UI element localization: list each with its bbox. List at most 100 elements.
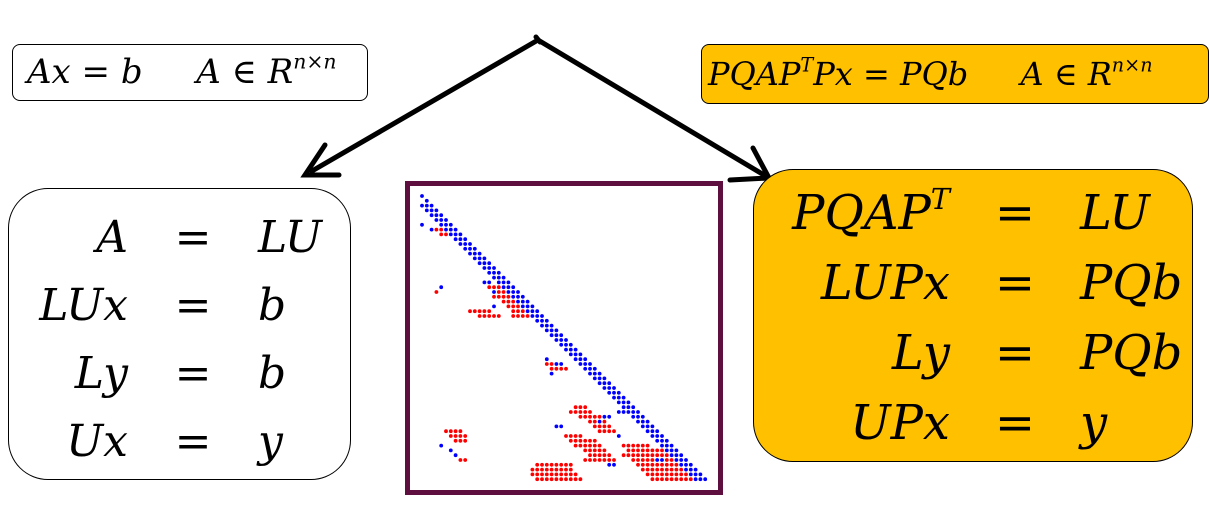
fill-in-dot [439,227,444,232]
fill-in-dot [650,462,655,467]
fill-in-dot [660,448,664,453]
nonzero-dot [645,429,650,434]
fill-in-dot [592,419,597,424]
fill-in-dot [540,472,544,477]
nonzero-dot [679,458,684,462]
nonzero-dot [492,266,496,270]
step-rhs: PQb [1080,255,1183,311]
fill-in-dot [688,477,693,482]
fill-in-dot [669,477,674,482]
nonzero-dot [602,386,607,390]
nonzero-dot [616,410,621,414]
fill-in-dot [506,304,511,309]
permuted-system-equation: PQAPTPx = PQb A ∈ Rn×n [701,44,1209,104]
equals-sign: = [862,55,890,93]
fill-in-dot [477,309,482,314]
nonzero-dot [583,366,588,371]
fill-in-dot [492,294,496,299]
fill-in-dot [650,467,655,472]
arrow-left-head [300,142,342,178]
fill-in-dot [564,472,568,477]
step-equals: = [994,255,1036,311]
fill-in-dot [645,472,650,477]
nonzero-dot [631,414,636,419]
fill-in-dot [492,314,496,318]
fill-in-dot [640,453,645,458]
nonzero-dot [429,208,434,213]
nonzero-dot [434,213,439,218]
nonzero-dot [602,414,607,419]
nonzero-dot [535,314,540,318]
nonzero-dot [564,342,568,347]
nonzero-dot [540,318,544,323]
fill-in-dot [655,467,660,472]
fill-in-dot [664,462,669,467]
nonzero-dot [520,294,525,299]
fill-in-dot [444,232,448,237]
fill-in-dot [592,438,597,443]
nonzero-dot [477,256,482,261]
nonzero-dot [525,299,530,304]
fill-in-dot [640,443,645,448]
nonzero-dot [607,381,612,386]
step-rhs: b [258,279,287,331]
fill-in-dot [583,438,588,443]
step-equals: = [994,185,1036,241]
step-lhs: Ux [66,415,128,467]
fill-in-dot [578,410,583,414]
nonzero-dot [434,218,439,222]
nonzero-dot [588,366,592,371]
nonzero-dot [420,222,424,227]
nonzero-dot [626,400,631,405]
nonzero-dot [420,203,424,208]
fill-in-dot [592,414,597,419]
fill-in-dot [679,477,684,482]
nonzero-dot [549,371,554,376]
step-lhs: UPx [850,395,950,451]
nonzero-dot [578,352,583,357]
nonzero-dot [439,443,444,448]
fill-in-dot [612,429,616,434]
step-rhs: LU [1080,185,1150,241]
nonzero-dot [684,462,688,467]
fill-in-dot [564,477,568,482]
nonzero-dot [703,477,708,482]
matrix-domain-exponent: n×n [293,49,337,74]
nonzero-dot [684,467,688,472]
nonzero-dot [640,419,645,424]
nonzero-dot [544,357,549,362]
fill-in-dot [463,438,468,443]
fill-in-dot [669,467,674,472]
fill-in-dot [453,434,458,438]
fill-in-dot [631,453,636,458]
nonzero-dot [631,405,636,410]
fill-in-dot [612,458,616,462]
fill-in-dot [602,453,607,458]
nonzero-dot [626,405,631,410]
fill-in-dot [602,424,607,429]
fill-in-dot [549,477,554,482]
step-rhs: b [258,347,287,399]
fill-in-dot [645,462,650,467]
fill-in-dot [583,405,588,410]
fill-in-dot [501,294,506,299]
nonzero-dot [583,362,588,366]
nonzero-dot [660,443,664,448]
fill-in-dot [679,467,684,472]
arrow-to-right-shaft [535,37,767,178]
fill-in-dot [645,448,650,453]
nonzero-dot [516,294,520,299]
nonzero-dot [664,438,669,443]
nonzero-dot [554,338,559,342]
step-equals: = [994,325,1036,381]
step-lhs: Ly [74,347,128,399]
nonzero-dot [607,386,612,390]
fill-in-dot [664,472,669,477]
fill-in-dot [588,414,592,419]
fill-in-dot [501,299,506,304]
nonzero-dot [607,414,612,419]
nonzero-dot [650,424,655,429]
fill-in-dot [650,472,655,477]
step-rhs: y [258,415,283,467]
fill-in-dot [472,309,477,314]
